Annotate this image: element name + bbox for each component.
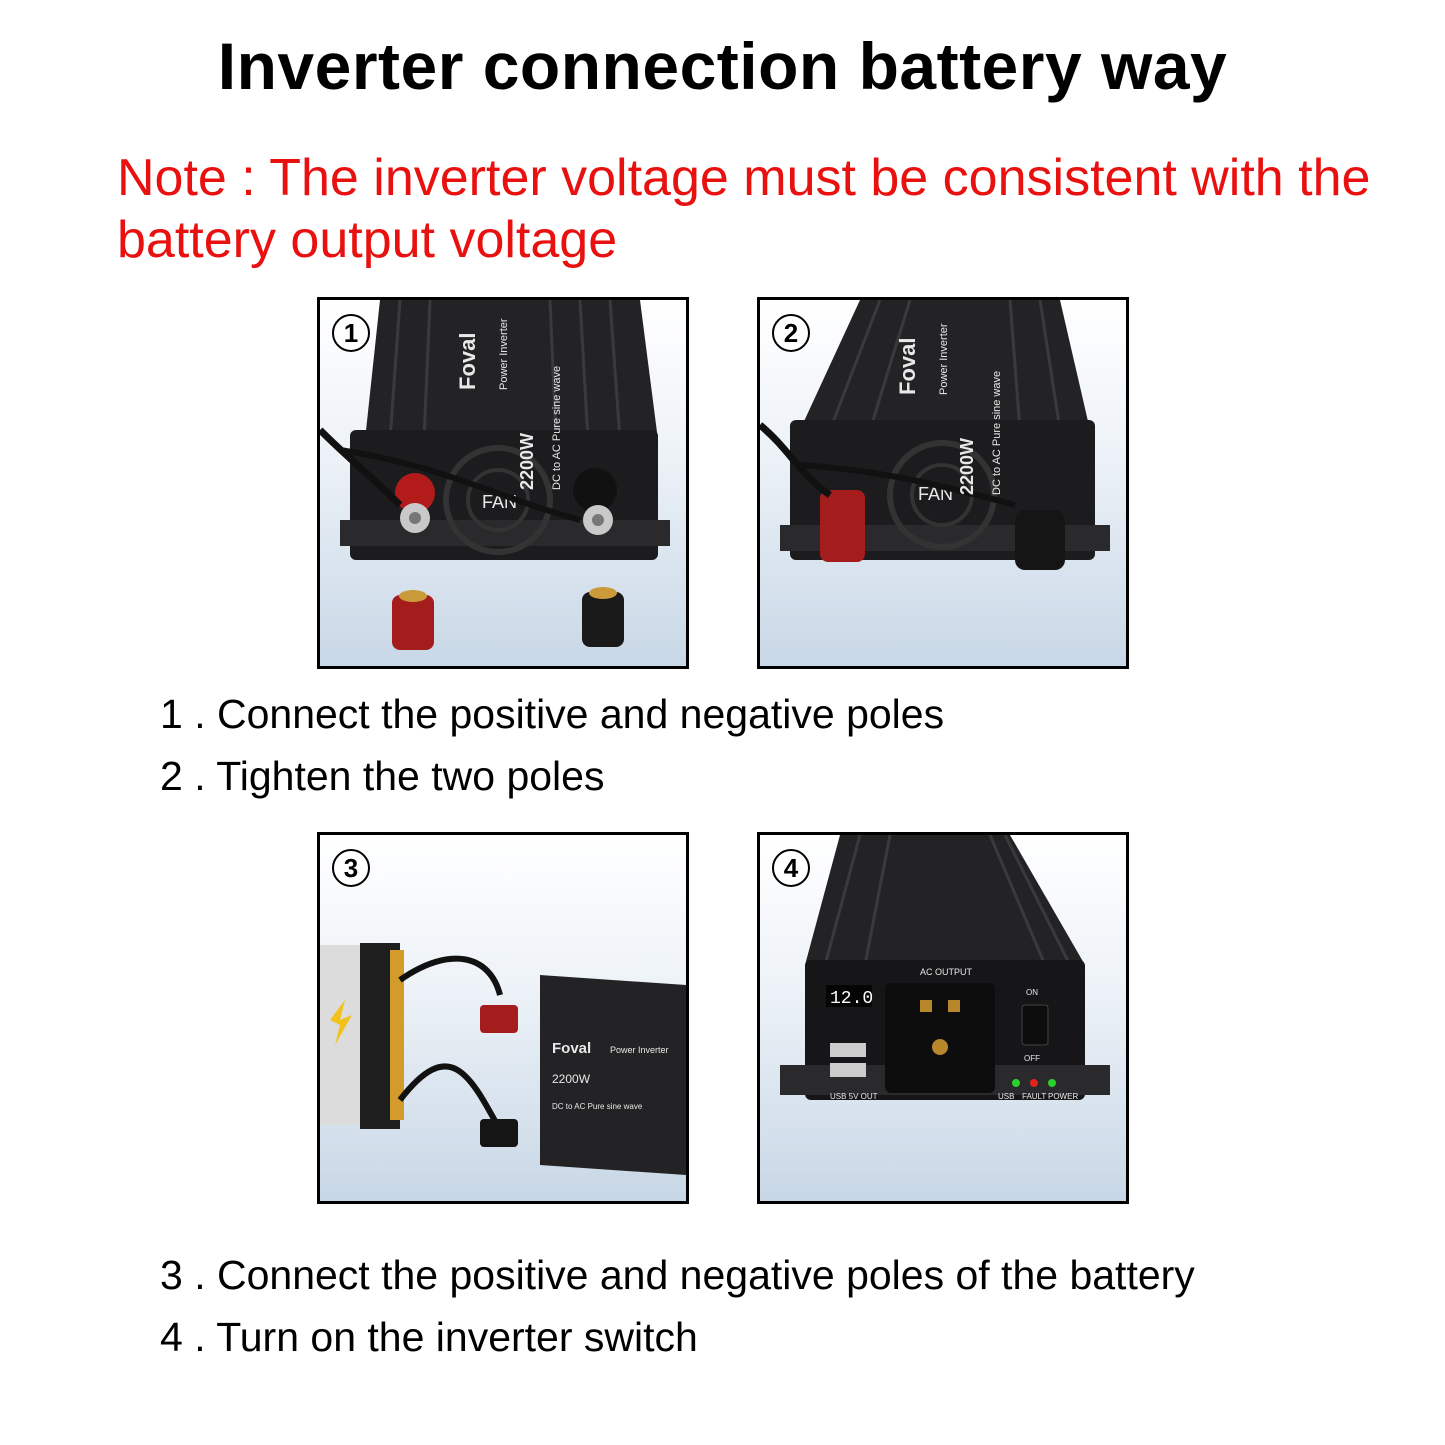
- switch-off-label: OFF: [1024, 1054, 1040, 1063]
- step-1-photo: 1 FAN Foval Power Inverter 2200W DC to A…: [317, 297, 689, 669]
- battery-connection-illustration: Foval Power Inverter 2200W DC to AC Pure…: [320, 943, 686, 1175]
- usb-indicator-label: USB: [998, 1092, 1014, 1101]
- desc-label: DC to AC Pure sine wave: [552, 1102, 643, 1111]
- inverter-label-group: Foval Power Inverter 2200W DC to AC Pure…: [455, 318, 563, 490]
- model-label: Power Inverter: [610, 1045, 669, 1055]
- tightened-terminals-illustration: FAN Foval Power Inverter 2200W DC to AC …: [760, 300, 1110, 570]
- step-4-photo: 4 AC OUTPUT 12.0 USB 5V OUT ON OFF USB F…: [757, 832, 1129, 1204]
- inverter-terminals-illustration: FAN Foval Power Inverter 2200W DC to AC …: [320, 300, 670, 650]
- brand-label: Foval: [895, 338, 920, 395]
- desc-label: DC to AC Pure sine wave: [551, 366, 563, 490]
- brand-label: Foval: [455, 333, 480, 390]
- steps-top: 1 . Connect the positive and negative po…: [160, 683, 944, 807]
- desc-label: DC to AC Pure sine wave: [991, 371, 1003, 495]
- step-2-text: 2 . Tighten the two poles: [160, 753, 605, 799]
- watts-label: 2200W: [552, 1072, 591, 1086]
- page-title: Inverter connection battery way: [217, 29, 1228, 103]
- power-indicator-label: POWER: [1048, 1092, 1078, 1101]
- model-label: Power Inverter: [938, 323, 950, 395]
- step-3-number: 3: [332, 849, 370, 887]
- step-4-text: 4 . Turn on the inverter switch: [160, 1314, 698, 1360]
- switch-on-label: ON: [1026, 988, 1038, 997]
- voltage-display: 12.0: [830, 989, 873, 1009]
- inverter-label-group: Foval Power Inverter 2200W DC to AC Pure…: [895, 323, 1003, 495]
- step-3-photo: 3 Foval Power Inverter 2200W DC to AC Pu…: [317, 832, 689, 1204]
- usb-out-label: USB 5V OUT: [830, 1092, 878, 1101]
- step-2-number: 2: [772, 314, 810, 352]
- fault-indicator-label: FAULT: [1022, 1092, 1046, 1101]
- step-1-number: 1: [332, 314, 370, 352]
- step-1-text: 1 . Connect the positive and negative po…: [160, 691, 945, 737]
- step-2-photo: 2 FAN Foval Power Inverter 2200W DC to A…: [757, 297, 1129, 669]
- ac-output-label: AC OUTPUT: [920, 967, 973, 977]
- voltage-note: Note : The inverter voltage must be cons…: [117, 149, 1371, 269]
- model-label: Power Inverter: [498, 318, 510, 390]
- steps-bottom: 3 . Connect the positive and negative po…: [160, 1244, 1195, 1368]
- watts-label: 2200W: [517, 433, 537, 490]
- step-3-text: 3 . Connect the positive and negative po…: [160, 1252, 1195, 1298]
- step-4-number: 4: [772, 849, 810, 887]
- inverter-front-illustration: AC OUTPUT 12.0 USB 5V OUT ON OFF USB FAU…: [780, 835, 1110, 1101]
- watts-label: 2200W: [957, 438, 977, 495]
- brand-label: Foval: [552, 1040, 591, 1057]
